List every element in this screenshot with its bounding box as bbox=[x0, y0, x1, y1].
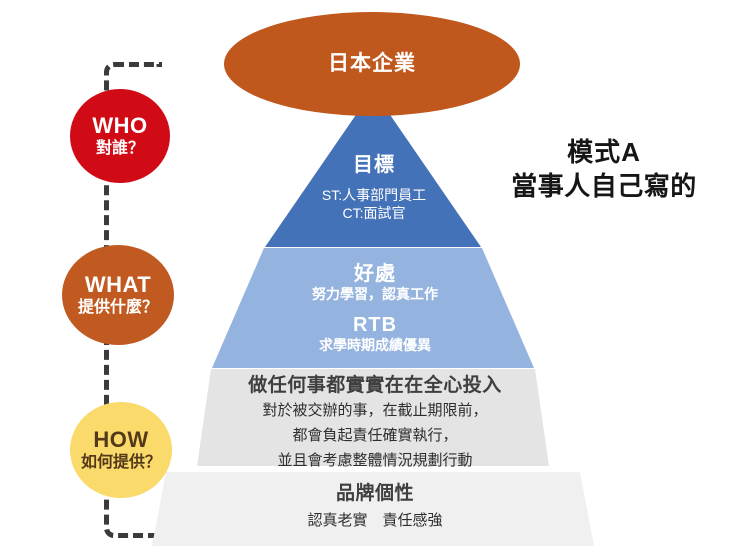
question-how-chinese: 如何提供？ bbox=[80, 453, 161, 471]
pyramid-tier-personality bbox=[152, 472, 594, 546]
question-who-english: WHO bbox=[92, 113, 148, 139]
question-circle-how[interactable]: HOW 如何提供？ bbox=[70, 402, 172, 498]
question-circle-what[interactable]: WHAT 提供什麼？ bbox=[62, 245, 174, 345]
top-ellipse-label: 日本企業 bbox=[328, 52, 416, 75]
question-circle-who[interactable]: WHO 對誰？ bbox=[70, 89, 170, 183]
mode-title: 模式A 當事人自己寫的 bbox=[478, 136, 730, 204]
question-what-english: WHAT bbox=[84, 272, 152, 298]
mode-title-main: 模式A bbox=[567, 137, 641, 167]
pyramid-tier-how bbox=[197, 369, 549, 466]
top-ellipse: 日本企業 bbox=[224, 12, 520, 116]
pyramid-tier-benefit bbox=[212, 248, 534, 368]
mode-title-sub: 當事人自己寫的 bbox=[511, 170, 697, 201]
question-what-chinese: 提供什麼？ bbox=[77, 298, 158, 316]
question-who-chinese: 對誰？ bbox=[95, 139, 144, 157]
pyramid-tier-goal bbox=[265, 90, 481, 247]
question-how-english: HOW bbox=[93, 427, 149, 453]
